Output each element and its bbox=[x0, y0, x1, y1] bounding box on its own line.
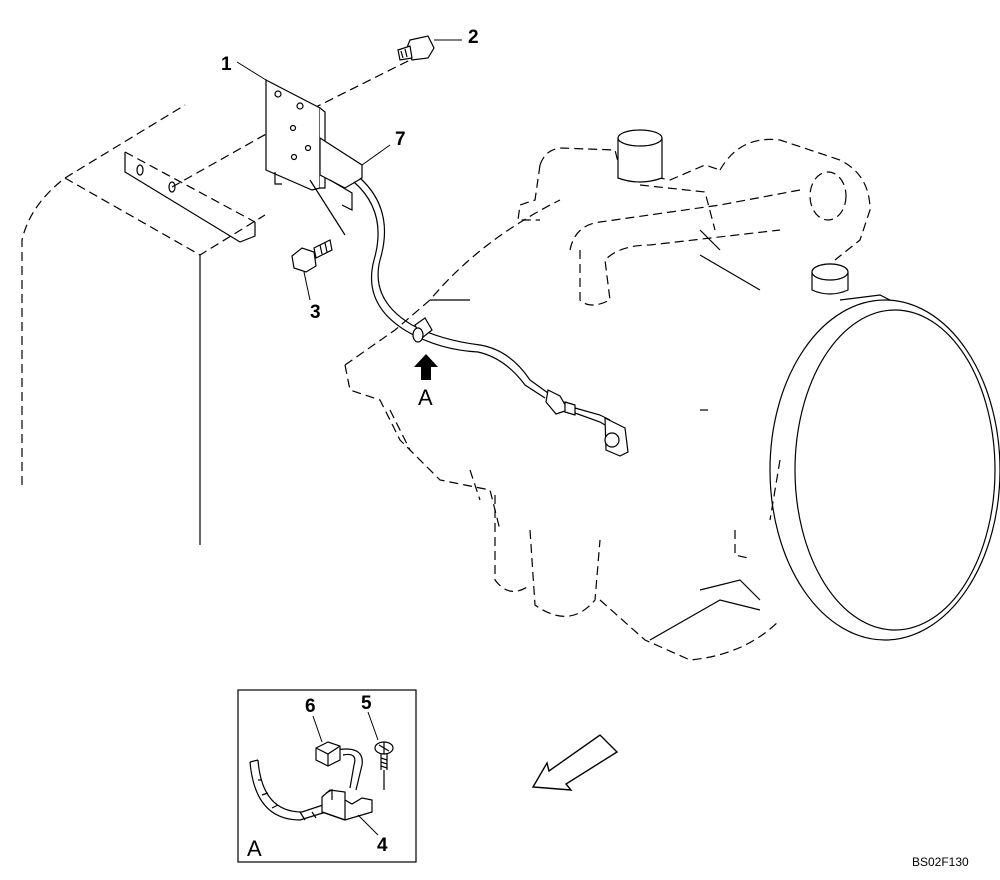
detail-view-frame bbox=[237, 689, 417, 863]
radiator-outline bbox=[21, 104, 266, 545]
view-arrow-icon bbox=[414, 354, 438, 380]
alignment-lines bbox=[171, 59, 411, 188]
callout-1: 1 bbox=[221, 54, 232, 75]
flywheel-housing bbox=[769, 299, 1000, 641]
detail-leader-lines bbox=[312, 711, 379, 836]
view-marker-label: A bbox=[418, 385, 433, 410]
direction-arrow-icon bbox=[531, 734, 619, 791]
drawing-number: BS02F130 bbox=[912, 855, 969, 869]
engine-outline bbox=[344, 129, 891, 661]
callout-5: 5 bbox=[361, 693, 372, 714]
callout-6: 6 bbox=[305, 696, 316, 717]
callout-2: 2 bbox=[468, 27, 479, 48]
detail-view-label: A bbox=[247, 836, 262, 861]
callout-7: 7 bbox=[395, 129, 406, 150]
callout-3: 3 bbox=[310, 302, 321, 323]
bolt-top bbox=[397, 35, 435, 61]
detail-view-parts bbox=[249, 741, 394, 821]
bolt-lower bbox=[291, 239, 333, 273]
leader-lines bbox=[236, 39, 462, 301]
callout-4: 4 bbox=[377, 835, 388, 856]
sensor-harness bbox=[353, 177, 629, 457]
bracket bbox=[265, 79, 363, 236]
